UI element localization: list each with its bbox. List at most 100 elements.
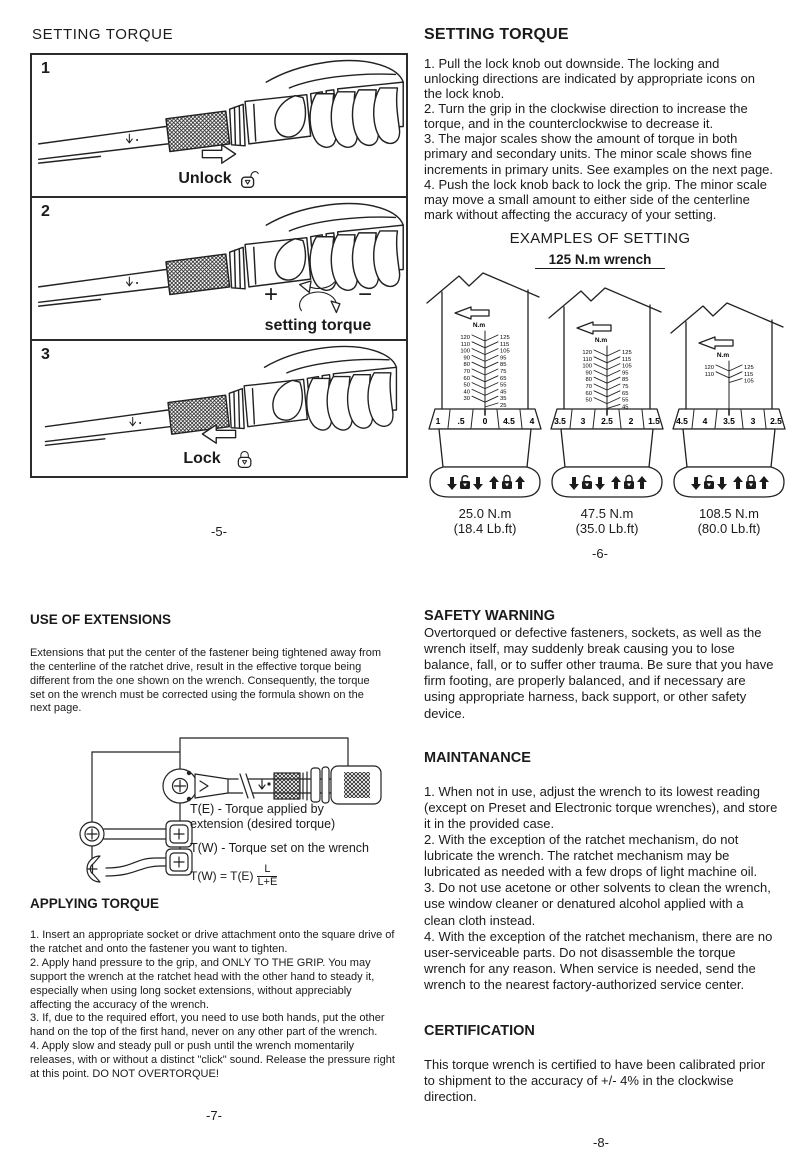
setting-torque-annotation: + − setting torque bbox=[264, 274, 372, 335]
svg-text:N.m: N.m bbox=[473, 322, 486, 329]
panel-setting-torque: 2 + − setting torque bbox=[32, 196, 406, 339]
page-8: SAFETY WARNING Overtorqued or defective … bbox=[424, 598, 778, 1150]
svg-text:65: 65 bbox=[622, 391, 628, 397]
torque-legend: T(E) - Torque applied by extension (desi… bbox=[190, 802, 398, 888]
open-padlock-icon bbox=[240, 171, 259, 188]
svg-text:125: 125 bbox=[622, 350, 632, 356]
svg-text:120: 120 bbox=[704, 365, 714, 371]
page6-body: 1. Pull the lock knob out downside. The … bbox=[424, 56, 774, 222]
svg-text:30: 30 bbox=[464, 396, 470, 402]
panel-lock: 3 Lock bbox=[32, 339, 406, 476]
svg-text:65: 65 bbox=[500, 376, 506, 382]
page-7: USE OF EXTENSIONS Extensions that put th… bbox=[30, 598, 398, 1123]
formula-denominator: L+E bbox=[257, 875, 278, 888]
instruction-panel-box: 1 Unlock 2 bbox=[30, 53, 408, 478]
svg-text:4: 4 bbox=[703, 416, 708, 426]
setting-torque-label: setting torque bbox=[264, 317, 372, 334]
svg-text:4.5: 4.5 bbox=[503, 416, 515, 426]
page7-number: -7- bbox=[206, 1107, 222, 1123]
svg-text:100: 100 bbox=[582, 363, 592, 369]
panel-number: 2 bbox=[41, 203, 50, 220]
svg-text:55: 55 bbox=[500, 382, 506, 388]
svg-text:25: 25 bbox=[500, 403, 506, 409]
svg-text:110: 110 bbox=[583, 357, 592, 363]
svg-text:2.5: 2.5 bbox=[770, 416, 782, 426]
safety-warning-title: SAFETY WARNING bbox=[424, 608, 556, 624]
svg-text:110: 110 bbox=[461, 342, 470, 348]
svg-text:0: 0 bbox=[483, 416, 488, 426]
svg-text:45: 45 bbox=[622, 404, 628, 410]
svg-text:105: 105 bbox=[744, 378, 754, 384]
svg-text:110: 110 bbox=[705, 372, 714, 378]
torque-value-alt: (35.0 Lb.ft) bbox=[575, 521, 639, 537]
tw-definition: T(W) - Torque set on the wrench bbox=[190, 841, 370, 856]
certification-title: CERTIFICATION bbox=[424, 1023, 535, 1040]
svg-text:3.5: 3.5 bbox=[723, 416, 735, 426]
torque-value: 47.5 N.m bbox=[580, 505, 634, 521]
svg-text:2.5: 2.5 bbox=[601, 416, 613, 426]
svg-text:50: 50 bbox=[464, 382, 470, 388]
te-definition: T(E) - Torque applied by extension (desi… bbox=[190, 802, 336, 831]
svg-text:4: 4 bbox=[530, 416, 535, 426]
svg-text:85: 85 bbox=[622, 377, 628, 383]
svg-text:115: 115 bbox=[500, 342, 509, 348]
closed-padlock-icon bbox=[237, 451, 252, 468]
extension-diagram-drawing bbox=[79, 737, 382, 883]
svg-text:55: 55 bbox=[622, 397, 628, 403]
page6-number: -6- bbox=[592, 546, 608, 562]
safety-warning-body: Overtorqued or defective fasteners, sock… bbox=[424, 625, 774, 721]
svg-text:85: 85 bbox=[500, 362, 506, 368]
svg-text:120: 120 bbox=[582, 350, 592, 356]
svg-text:2: 2 bbox=[629, 416, 634, 426]
svg-text:100: 100 bbox=[460, 348, 470, 354]
formula-fraction: L L+E bbox=[257, 864, 278, 888]
svg-text:95: 95 bbox=[622, 370, 628, 376]
svg-text:75: 75 bbox=[622, 384, 628, 390]
svg-text:105: 105 bbox=[500, 348, 510, 354]
page5-title: SETTING TORQUE bbox=[32, 26, 174, 43]
svg-text:60: 60 bbox=[464, 376, 470, 382]
panel-unlock: 1 Unlock bbox=[32, 55, 406, 196]
svg-text:80: 80 bbox=[586, 377, 592, 383]
maintenance-title: MAINTANANCE bbox=[424, 749, 531, 766]
svg-text:4.5: 4.5 bbox=[676, 416, 688, 426]
plus-sign: + bbox=[263, 281, 278, 308]
svg-text:125: 125 bbox=[744, 365, 754, 371]
applying-torque-title: APPLYING TORQUE bbox=[30, 896, 160, 912]
svg-text:80: 80 bbox=[464, 362, 470, 368]
svg-text:45: 45 bbox=[500, 389, 506, 395]
arrow-left-icon bbox=[201, 424, 237, 444]
page7-title: USE OF EXTENSIONS bbox=[30, 612, 172, 627]
panel-number: 1 bbox=[41, 60, 50, 77]
svg-text:115: 115 bbox=[744, 372, 753, 378]
page8-number: -8- bbox=[593, 1135, 609, 1151]
svg-text:N.m: N.m bbox=[717, 352, 730, 359]
maintenance-body: 1. When not in use, adjust the wrench to… bbox=[424, 783, 778, 992]
unlock-label: Unlock bbox=[178, 170, 232, 187]
svg-text:1.5: 1.5 bbox=[648, 416, 660, 426]
page-6: SETTING TORQUE 1. Pull the lock knob out… bbox=[424, 26, 786, 562]
unlock-annotation: Unlock bbox=[32, 142, 406, 191]
svg-text:120: 120 bbox=[460, 335, 470, 341]
svg-text:40: 40 bbox=[464, 389, 470, 395]
svg-text:35: 35 bbox=[500, 396, 506, 402]
svg-text:125: 125 bbox=[500, 335, 510, 341]
formula-numerator: L bbox=[257, 864, 278, 877]
wrench-caption: 47.5 N.m (35.0 Lb.ft) bbox=[576, 506, 639, 537]
lock-annotation: Lock bbox=[32, 422, 406, 471]
examples-heading: EXAMPLES OF SETTING bbox=[509, 229, 691, 247]
svg-text:50: 50 bbox=[586, 397, 592, 403]
torque-value-alt: (18.4 Lb.ft) bbox=[453, 521, 517, 537]
formula-lhs: T(W) = T(E) bbox=[190, 869, 254, 884]
examples-subtitle: 125 N.m wrench bbox=[534, 251, 666, 269]
svg-text:3: 3 bbox=[751, 416, 756, 426]
svg-text:60: 60 bbox=[586, 391, 592, 397]
minus-sign: − bbox=[357, 281, 372, 308]
correction-formula: T(W) = T(E) L L+E bbox=[190, 864, 398, 888]
wrench-caption: 108.5 N.m (80.0 Lb.ft) bbox=[698, 506, 761, 537]
torque-value-alt: (80.0 Lb.ft) bbox=[697, 521, 761, 537]
